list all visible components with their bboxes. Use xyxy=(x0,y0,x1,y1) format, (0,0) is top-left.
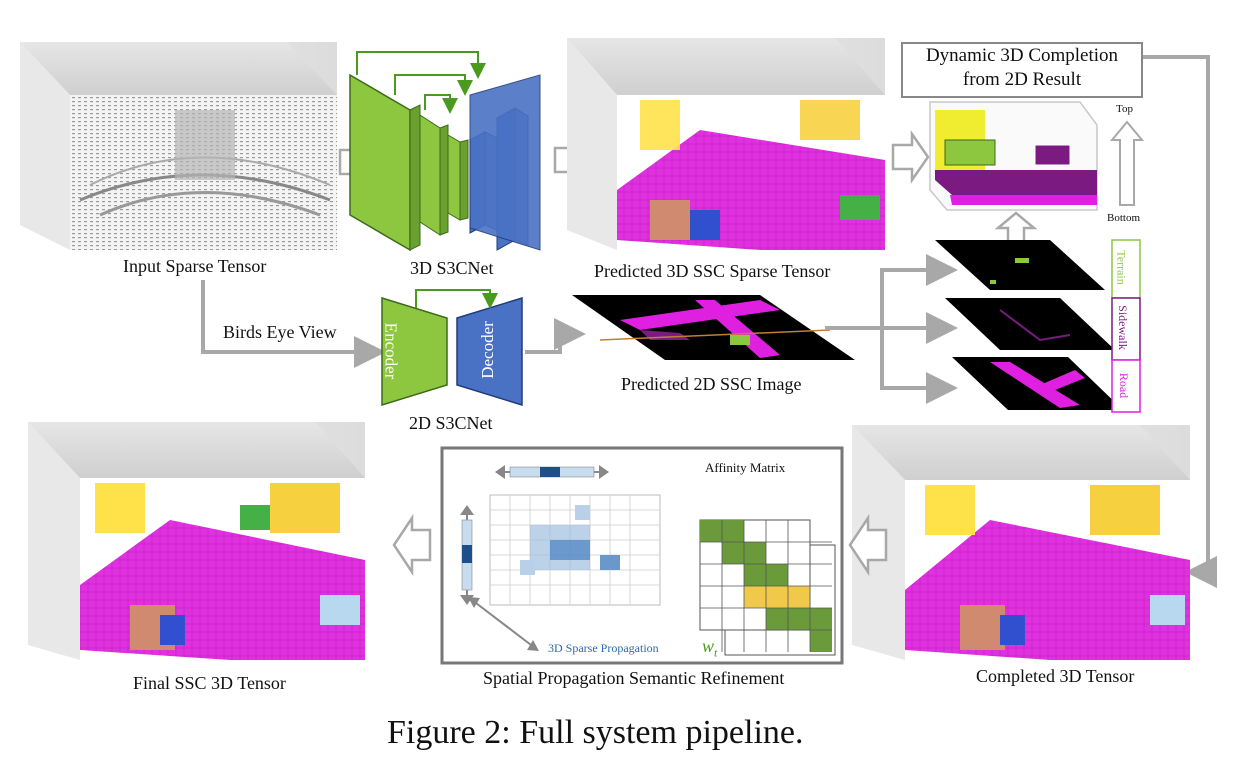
arrow-refine-to-final xyxy=(392,513,432,577)
affinity-matrix-label: Affinity Matrix xyxy=(705,460,786,475)
sparse-propagation-grid xyxy=(489,494,661,606)
bottom-label: Bottom xyxy=(1107,212,1141,224)
decoder-label: Decoder xyxy=(477,321,497,379)
final-ssc-box xyxy=(28,422,365,660)
top-label: Top xyxy=(1116,103,1133,115)
birds-eye-view-label: Birds Eye View xyxy=(223,322,337,342)
arrow-2d-to-layers-low xyxy=(880,328,958,404)
dynamic-completion-line1: Dynamic 3D Completion xyxy=(925,45,1119,66)
w-t-letter: w xyxy=(702,636,715,656)
input-sparse-tensor-box xyxy=(20,42,337,250)
birds-eye-view-line xyxy=(201,280,386,368)
sidewalk-legend-box xyxy=(1111,297,1141,361)
completed-3d-label: Completed 3D Tensor xyxy=(976,666,1135,686)
sidewalk-layer xyxy=(945,298,1115,350)
top-bottom-arrow xyxy=(1109,120,1145,206)
arrow-2d-to-layers xyxy=(825,254,958,330)
pred-2d-ssc-image xyxy=(572,295,855,360)
dynamic-completion-box: Dynamic 3D Completion from 2D Result xyxy=(901,42,1143,98)
s3cnet-3d-label: 3D S3CNet xyxy=(410,258,494,278)
pred-3d-ssc-label: Predicted 3D SSC Sparse Tensor xyxy=(594,261,831,281)
w-t-label: wt xyxy=(702,636,717,661)
figure-caption: Figure 2: Full system pipeline. xyxy=(387,714,804,751)
propagation-arrows xyxy=(460,465,609,651)
final-ssc-label: Final SSC 3D Tensor xyxy=(133,673,286,693)
arrow-completed-to-refine xyxy=(848,513,888,577)
encoder-label: Encoder xyxy=(381,322,401,380)
sparse-propagation-label: 3D Sparse Propagation xyxy=(548,641,659,655)
arrow-pred-to-dynamic xyxy=(891,130,930,184)
w-t-sub: t xyxy=(714,645,718,660)
completed-3d-box xyxy=(852,425,1190,660)
dynamic-completion-cube xyxy=(929,101,1098,211)
s3cnet-3d-blocks xyxy=(349,51,541,252)
s3cnet-2d-label: 2D S3CNet xyxy=(409,413,493,433)
road-layer xyxy=(952,357,1123,410)
arrow-dynamic-to-completed xyxy=(1142,55,1217,588)
pred-2d-ssc-label: Predicted 2D SSC Image xyxy=(621,374,802,394)
road-label: Road xyxy=(1117,372,1132,399)
input-sparse-tensor-label: Input Sparse Tensor xyxy=(123,256,267,276)
pred-3d-ssc-box xyxy=(567,38,885,250)
s3cnet-2d-blocks xyxy=(381,289,523,407)
terrain-layer xyxy=(935,240,1105,290)
terrain-label: Terrain xyxy=(1114,250,1129,285)
road-legend-box xyxy=(1111,359,1141,413)
sidewalk-label: Sidewalk xyxy=(1115,305,1130,350)
dynamic-completion-line2: from 2D Result xyxy=(962,69,1082,90)
arrow-2dnet-to-pred2d xyxy=(525,318,586,354)
spatial-prop-label: Spatial Propagation Semantic Refinement xyxy=(483,668,785,688)
affinity-matrix xyxy=(699,519,836,656)
